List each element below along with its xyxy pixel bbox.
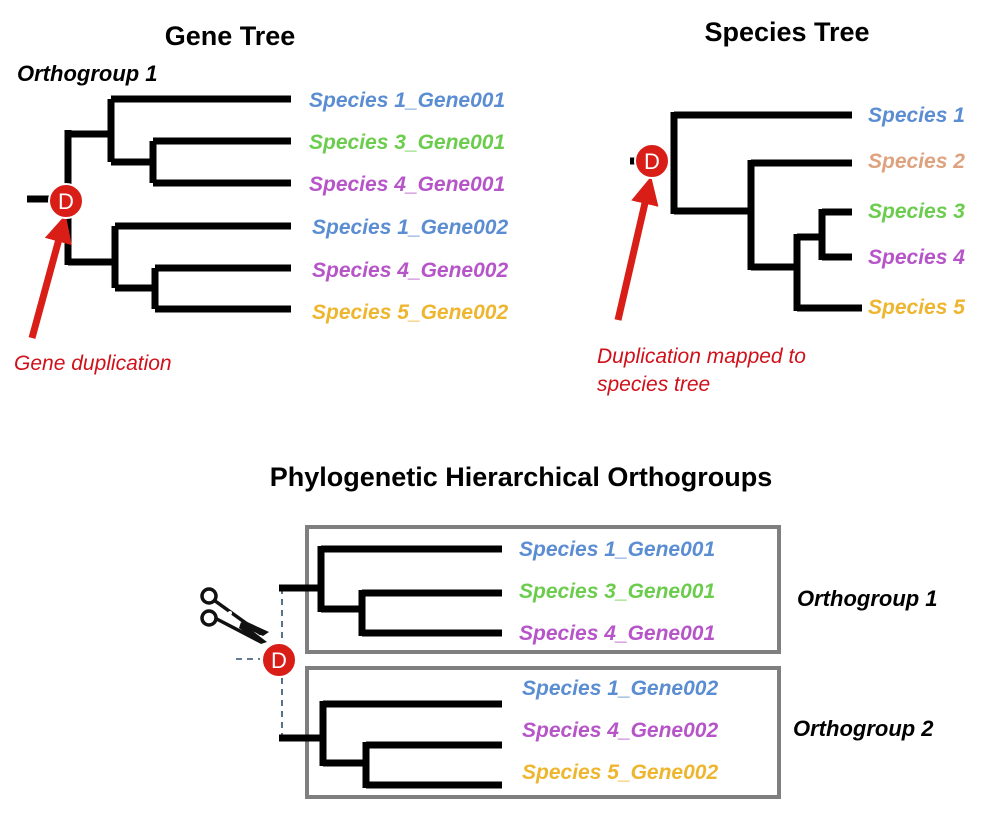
- gene-tree-leaf-4: Species 1_Gene002: [312, 216, 508, 239]
- gene-tree-leaf-5: Species 4_Gene002: [312, 259, 508, 282]
- hog-duplication-marker: D: [271, 648, 287, 673]
- species-tree-branches: [630, 111, 862, 312]
- gene-duplication-annotation: Gene duplication: [14, 352, 172, 375]
- hog-title: Phylogenetic Hierarchical Orthogroups: [270, 462, 773, 492]
- species-tree-leaf-5: Species 5: [868, 296, 965, 319]
- gene-tree-panel: Gene Tree Orthogroup 1 Species 1_Gene001…: [14, 21, 508, 375]
- gene-tree-leaf-3: Species 4_Gene001: [309, 173, 505, 196]
- species-duplication-arrow: [614, 176, 659, 321]
- hog-group-1-leaf-2: Species 3_Gene001: [519, 580, 715, 603]
- hog-orthogroup-2-label: Orthogroup 2: [793, 716, 934, 741]
- gene-tree-title: Gene Tree: [165, 21, 296, 51]
- species-tree-panel: Species Tree Species 1 Species 2 Species…: [597, 17, 965, 396]
- hog-group-2-leaf-1: Species 1_Gene002: [522, 677, 718, 700]
- gene-tree-leaf-2: Species 3_Gene001: [309, 131, 505, 154]
- hog-group-2-leaf-labels: Species 1_Gene002 Species 4_Gene002 Spec…: [522, 677, 718, 784]
- hog-group-2-leaf-2: Species 4_Gene002: [522, 719, 718, 742]
- gene-tree-leaf-1: Species 1_Gene001: [309, 89, 505, 112]
- gene-tree-leaf-6: Species 5_Gene002: [312, 301, 508, 324]
- species-duplication-annotation-line-2: species tree: [597, 373, 710, 396]
- scissors-icon: [200, 587, 269, 644]
- gene-tree-orthogroup-label: Orthogroup 1: [17, 61, 158, 86]
- species-tree-duplication-node: D: [634, 143, 670, 179]
- species-tree-leaf-1: Species 1: [868, 104, 965, 127]
- hog-orthogroup-1-label: Orthogroup 1: [797, 586, 938, 611]
- orthogroup-2-box: [305, 666, 781, 799]
- hog-group-1-branches: [279, 545, 502, 637]
- gene-tree-leaf-labels: Species 1_Gene001 Species 3_Gene001 Spec…: [309, 89, 508, 324]
- species-duplication-annotation-line-1: Duplication mapped to: [597, 345, 806, 368]
- hog-panel: Phylogenetic Hierarchical Orthogroups: [200, 462, 938, 799]
- hog-group-2-branches: [279, 700, 502, 789]
- gene-tree-branches: [27, 95, 291, 313]
- hog-group-1-leaf-labels: Species 1_Gene001 Species 3_Gene001 Spec…: [519, 538, 715, 645]
- hog-duplication-node: D: [261, 642, 297, 678]
- species-tree-duplication-marker: D: [644, 149, 660, 174]
- species-tree-title: Species Tree: [704, 17, 869, 47]
- hog-group-2-leaf-3: Species 5_Gene002: [522, 761, 718, 784]
- gene-duplication-arrow: [28, 214, 72, 339]
- species-tree-leaf-labels: Species 1 Species 2 Species 3 Species 4 …: [868, 104, 965, 319]
- gene-tree-duplication-node: D: [48, 183, 84, 219]
- hog-cut-lines: [236, 588, 283, 738]
- hog-group-1-leaf-1: Species 1_Gene001: [519, 538, 715, 561]
- gene-tree-duplication-marker: D: [58, 189, 74, 214]
- species-tree-leaf-3: Species 3: [868, 200, 965, 223]
- hog-group-1-leaf-3: Species 4_Gene001: [519, 622, 715, 645]
- species-tree-leaf-4: Species 4: [868, 246, 965, 269]
- species-tree-leaf-2: Species 2: [868, 150, 965, 173]
